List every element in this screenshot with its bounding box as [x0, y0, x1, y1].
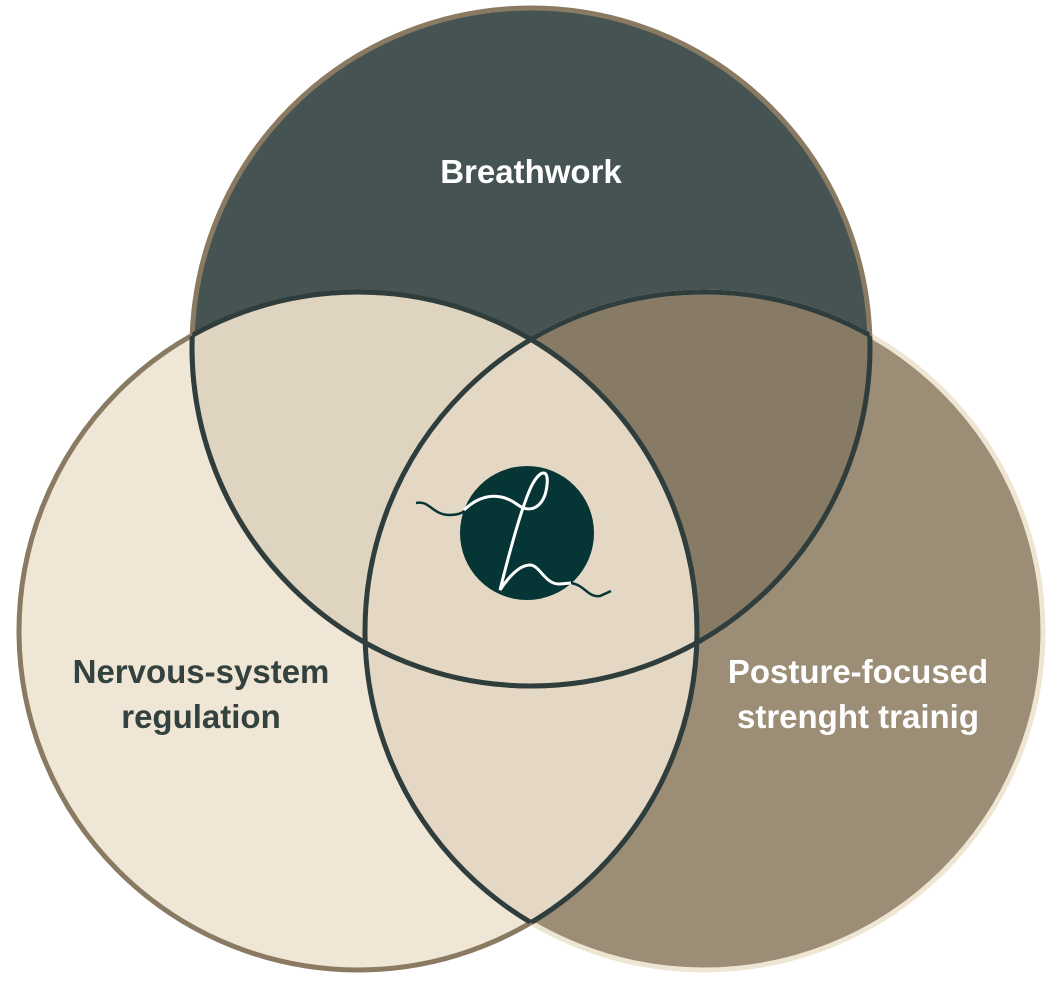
center-logo: [415, 466, 612, 600]
overlap-nervous-posture: [365, 292, 697, 970]
posture-label-line2: strenght trainig: [737, 698, 979, 735]
nervous-inner-border: [192, 289, 700, 970]
nervous-label-line1: Nervous-system: [73, 653, 330, 690]
breathwork-inner-border: [189, 292, 873, 689]
logo-tail-right-icon: [570, 581, 612, 598]
logo-circle: [460, 466, 594, 600]
nervous-label-line2: regulation: [121, 698, 281, 735]
posture-label-line1: Posture-focused: [728, 653, 988, 690]
logo-h-letter-icon: [462, 471, 572, 591]
breathwork-label: Breathwork: [440, 153, 622, 190]
posture-inner-border: [362, 289, 870, 970]
